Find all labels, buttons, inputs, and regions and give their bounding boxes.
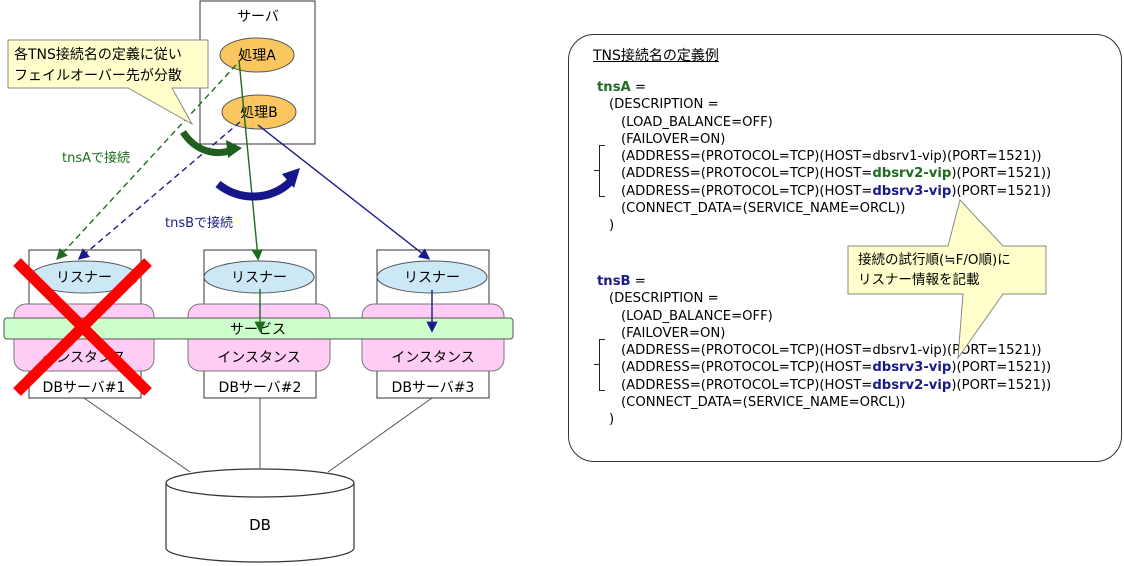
db-server-label-2: DBサーバ#2 <box>219 380 302 396</box>
tnsa-brace <box>599 145 605 197</box>
tnsa-dashed-arrow <box>56 64 237 261</box>
tnsa-definition: tnsA = (DESCRIPTION = (LOAD_BALANCE=OFF)… <box>597 79 1051 235</box>
listener-label-1: リスナー <box>56 270 112 286</box>
db-server-label-3: DBサーバ#3 <box>392 380 475 396</box>
left-callout-line-1: 各TNS接続名の定義に従い <box>14 46 182 63</box>
left-callout: 各TNS接続名の定義に従い フェイルオーバー先が分散 <box>7 39 209 126</box>
instance-label-2: インスタンス <box>217 350 300 366</box>
app-server: サーバ 処理A 処理B <box>199 0 316 145</box>
tnsa-address-3: (ADDRESS=(PROTOCOL=TCP)(HOST=dbsrv3-vip)… <box>621 183 1052 199</box>
tnsb-host-3: dbsrv2-vip <box>872 377 952 393</box>
tnsb-address-2: (ADDRESS=(PROTOCOL=TCP)(HOST=dbsrv3-vip)… <box>621 360 1052 376</box>
panel-title: TNS接続名の定義例 <box>593 48 719 64</box>
right-callout-line-2: リスナー情報を記載 <box>858 272 980 288</box>
tnsb-address-3: (ADDRESS=(PROTOCOL=TCP)(HOST=dbsrv2-vip)… <box>621 377 1052 393</box>
tnsa-load-balance: (LOAD_BALANCE=OFF) <box>621 114 773 130</box>
tns-definition-panel: TNS接続名の定義例 tnsA = (DESCRIPTION = (LOAD_B… <box>568 34 1122 462</box>
blue-curved-arrow <box>215 168 300 201</box>
tnsb-connect-data: (CONNECT_DATA=(SERVICE_NAME=ORCL)) <box>621 395 906 411</box>
tnsb-eq: = <box>630 274 646 289</box>
tnsa-failover: (FAILOVER=ON) <box>621 131 726 147</box>
tnsb-failover-arrow <box>257 124 431 260</box>
listener-ellipse-2 <box>203 260 315 294</box>
tnsb-brace <box>599 339 605 391</box>
tnsa-close: ) <box>609 218 615 234</box>
tnsa-address-1: (ADDRESS=(PROTOCOL=TCP)(HOST=dbsrv1-vip)… <box>621 149 1042 165</box>
tnsb-connect-label: tnsBで接続 <box>165 215 233 231</box>
tnsb-close: ) <box>609 412 615 428</box>
tnsa-address-2: (ADDRESS=(PROTOCOL=TCP)(HOST=dbsrv2-vip)… <box>621 166 1052 182</box>
database-cylinder: DB <box>165 468 355 563</box>
tnsa-brace-tip <box>594 170 599 172</box>
process-b-label: 処理B <box>240 105 278 121</box>
db-label: DB <box>249 516 271 534</box>
tnsb-address-1: (ADDRESS=(PROTOCOL=TCP)(HOST=dbsrv1-vip)… <box>621 343 1042 359</box>
tnsb-description: (DESCRIPTION = <box>609 291 719 307</box>
tnsb-brace-tip <box>594 364 599 366</box>
instance-label-3: インスタンス <box>391 350 474 366</box>
process-a-ellipse <box>219 37 295 73</box>
tnsb-definition: tnsB = (DESCRIPTION = (LOAD_BALANCE=OFF)… <box>597 273 1051 429</box>
tnsa-host-3: dbsrv3-vip <box>872 183 952 199</box>
tnsa-description: (DESCRIPTION = <box>609 97 719 113</box>
db-server-label-1: DBサーバ#1 <box>43 380 126 396</box>
tnsa-host-2: dbsrv2-vip <box>872 166 952 182</box>
listener-label-2: リスナー <box>231 270 287 286</box>
tnsb-dashed-arrow <box>77 121 241 260</box>
failed-x-mark <box>13 258 152 396</box>
tnsa-connect-data: (CONNECT_DATA=(SERVICE_NAME=ORCL)) <box>621 201 906 217</box>
green-curved-arrow <box>180 129 242 158</box>
listener-label-3: リスナー <box>404 270 460 286</box>
tnsa-failover-arrow <box>238 59 263 261</box>
tnsa-eq: = <box>630 80 646 95</box>
server-label: サーバ <box>237 9 279 25</box>
process-b-ellipse <box>221 94 297 130</box>
process-a-label: 処理A <box>238 48 276 64</box>
tnsb-host-2: dbsrv3-vip <box>872 360 952 376</box>
tnsb-name: tnsB <box>597 274 631 289</box>
left-callout-line-2: フェイルオーバー先が分散 <box>14 68 182 84</box>
tnsa-connect-label: tnsAで接続 <box>62 150 130 166</box>
tnsb-load-balance: (LOAD_BALANCE=OFF) <box>621 308 773 324</box>
right-callout-line-1: 接続の試行順(≒F/O順)に <box>858 252 1011 268</box>
tnsa-name: tnsA <box>597 80 631 95</box>
tnsb-failover: (FAILOVER=ON) <box>621 325 726 341</box>
